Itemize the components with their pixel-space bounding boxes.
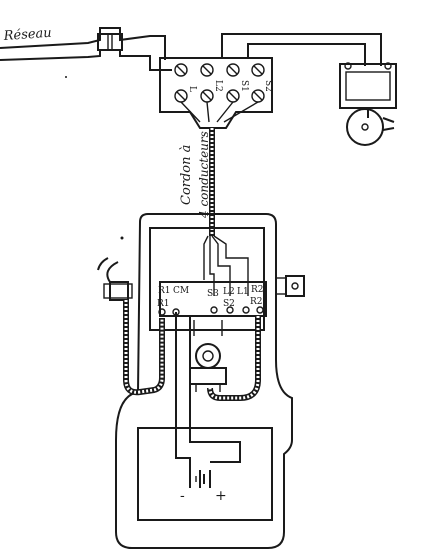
set-label-s3: S3 (207, 289, 219, 299)
internal-wiring (203, 235, 249, 296)
set-label-r2-bottom: R2 (250, 297, 263, 307)
set-label-s2: S2 (223, 299, 235, 309)
battery (189, 461, 216, 488)
hook-switch (97, 257, 133, 301)
set-label-l1: L1 (237, 287, 249, 297)
terminal-label-s1: S1 (239, 80, 249, 92)
terminal-label-l2: L2 (213, 80, 223, 92)
terminal-screws (174, 63, 265, 103)
cord-label-line2: 4 conducteurs (197, 131, 211, 219)
set-label-cm: CM (173, 286, 189, 296)
set-label-r1-top: R1 (158, 286, 171, 296)
terminal-label-s2: S2 (263, 80, 273, 92)
terminal-label-l: L (187, 86, 197, 92)
set-label-r2-top: R2 (251, 285, 264, 295)
telephone-set-body (115, 213, 293, 549)
set-label-l2: L2 (223, 287, 235, 297)
cord-label-line1: Cordon à (179, 145, 194, 205)
receiver-cords (123, 300, 261, 401)
bell (339, 62, 397, 146)
side-crank (275, 275, 305, 297)
battery-wires (175, 312, 241, 470)
set-terminal-screws (158, 306, 264, 316)
microphone-capsule (189, 320, 227, 392)
terminal-block: L L2 S1 S2 (159, 57, 273, 129)
line-fuse (97, 33, 123, 51)
battery-minus-label: - (180, 488, 185, 504)
network-wires (0, 27, 172, 71)
scan-dot (120, 236, 124, 240)
battery-plus-label: + (215, 488, 227, 504)
network-label: Réseau (2, 26, 52, 44)
set-label-r1-bottom: R1 (157, 299, 170, 309)
bell-wires (221, 33, 382, 66)
scan-dot (65, 76, 67, 78)
